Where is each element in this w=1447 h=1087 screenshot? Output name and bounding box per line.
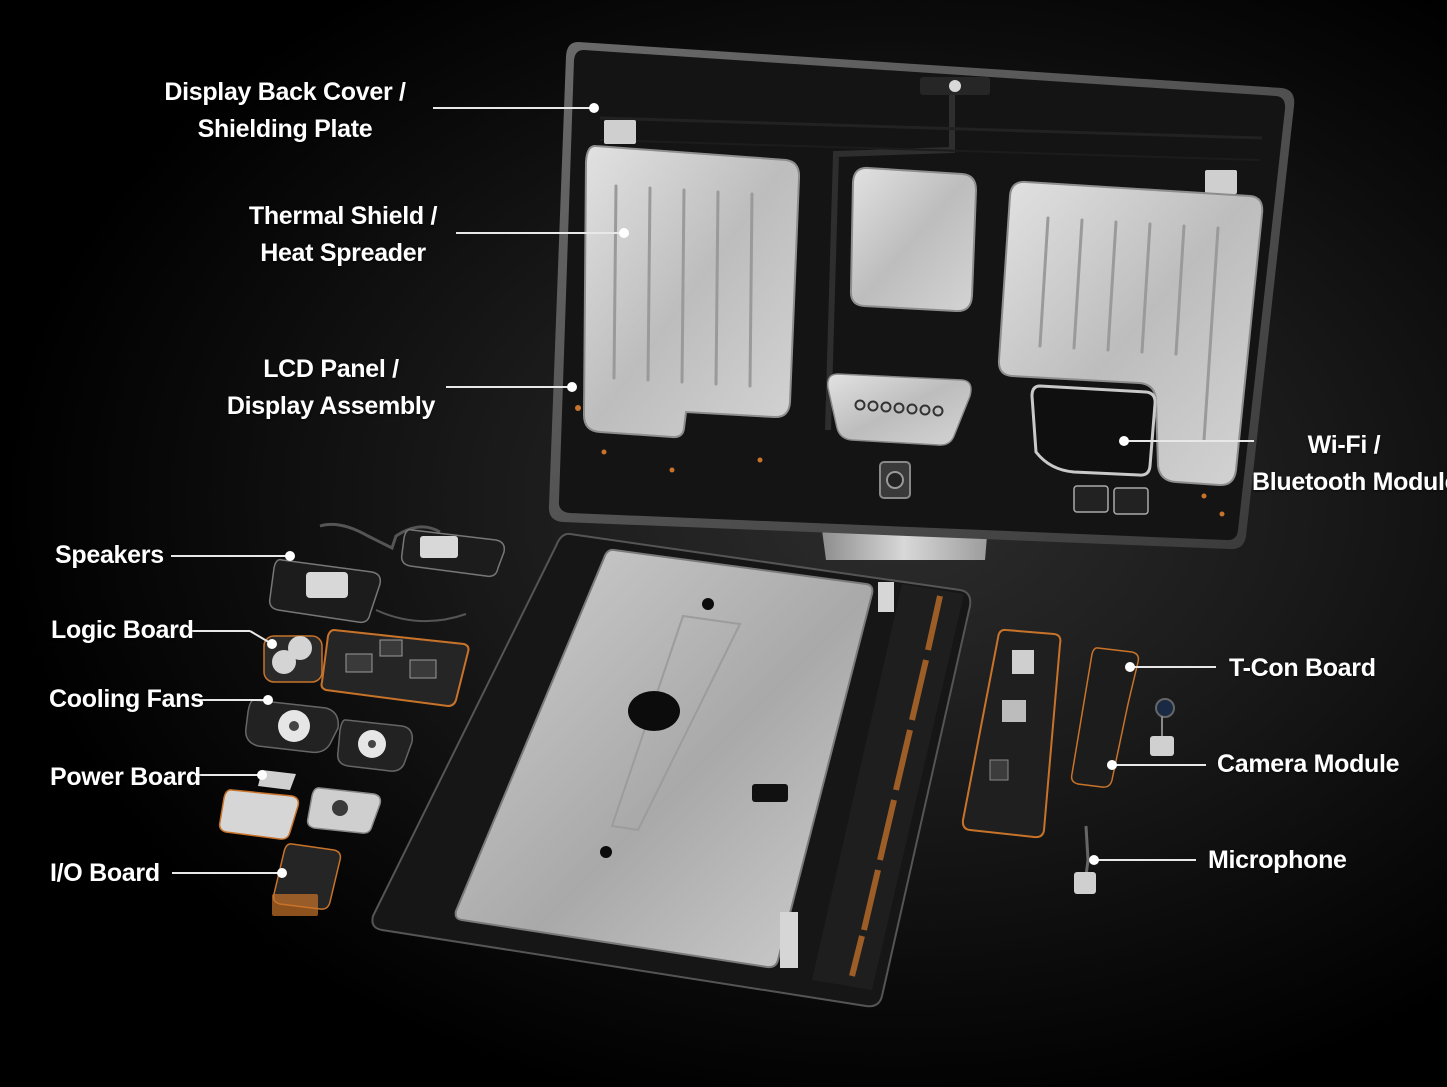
cooling-fans <box>245 699 414 772</box>
center-thermal-shield <box>849 166 978 313</box>
leader-power-board <box>195 770 267 780</box>
label-logic-board: Logic Board <box>51 616 194 644</box>
left-top-bracket <box>604 120 636 144</box>
leader-camera-module <box>1107 760 1206 770</box>
label-thermal-shield: Thermal Shield / Heat Spreader <box>230 198 456 272</box>
display-back-assembly <box>548 42 1295 560</box>
label-wifi-bluetooth-line2: Bluetooth Module <box>1252 468 1447 496</box>
microphone-module <box>1074 825 1096 894</box>
leader-logic-board <box>192 630 277 649</box>
label-display-back-cover-line1: Display Back Cover / <box>164 78 406 106</box>
lcd-shield-plate <box>454 548 874 969</box>
label-cooling-fans: Cooling Fans <box>49 685 204 713</box>
right-thermal-shield <box>997 180 1264 487</box>
lcd-center-cutout <box>628 691 680 731</box>
label-display-back-cover: Display Back Cover / Shielding Plate <box>150 74 420 148</box>
label-camera-module: Camera Module <box>1217 750 1400 778</box>
speakers <box>268 522 506 624</box>
leader-wifi-bluetooth <box>1119 436 1254 446</box>
leader-thermal-shield <box>456 228 629 238</box>
label-display-back-cover-line2: Shielding Plate <box>197 115 373 143</box>
label-speakers: Speakers <box>55 541 164 569</box>
label-lcd-panel: LCD Panel / Display Assembly <box>220 351 442 425</box>
label-io-board: I/O Board <box>50 859 160 887</box>
logic-board <box>263 628 470 708</box>
right-top-bracket <box>1205 170 1237 194</box>
lcd-panel-assembly <box>371 532 972 1008</box>
io-connector-plate <box>826 373 972 446</box>
lcd-driver-strip <box>812 584 964 990</box>
leader-microphone <box>1089 855 1196 865</box>
left-thermal-shield <box>582 144 801 439</box>
leader-speakers <box>171 551 295 561</box>
label-microphone: Microphone <box>1208 846 1347 874</box>
label-lcd-panel-line1: LCD Panel / <box>263 355 399 383</box>
label-wifi-bluetooth: Wi-Fi / Bluetooth Module <box>1252 427 1447 501</box>
power-board <box>218 770 382 840</box>
leader-io-board <box>172 868 287 878</box>
leader-cooling-fans <box>196 695 273 705</box>
label-power-board: Power Board <box>50 763 201 791</box>
camera-lens <box>949 80 961 92</box>
camera-module <box>1150 698 1175 756</box>
wifi-module <box>1030 384 1157 477</box>
leader-tcon-board <box>1125 662 1216 672</box>
label-thermal-shield-line1: Thermal Shield / <box>248 202 438 230</box>
io-board <box>272 843 342 916</box>
leader-lcd-panel <box>446 382 577 392</box>
label-tcon-board: T-Con Board <box>1229 654 1376 682</box>
tcon-board <box>1070 647 1140 788</box>
label-lcd-panel-line2: Display Assembly <box>226 392 436 420</box>
leader-display-back-cover <box>433 103 599 113</box>
main-controller-board <box>961 628 1062 839</box>
label-thermal-shield-line2: Heat Spreader <box>260 239 426 267</box>
label-wifi-bluetooth-line1: Wi-Fi / <box>1307 431 1381 459</box>
